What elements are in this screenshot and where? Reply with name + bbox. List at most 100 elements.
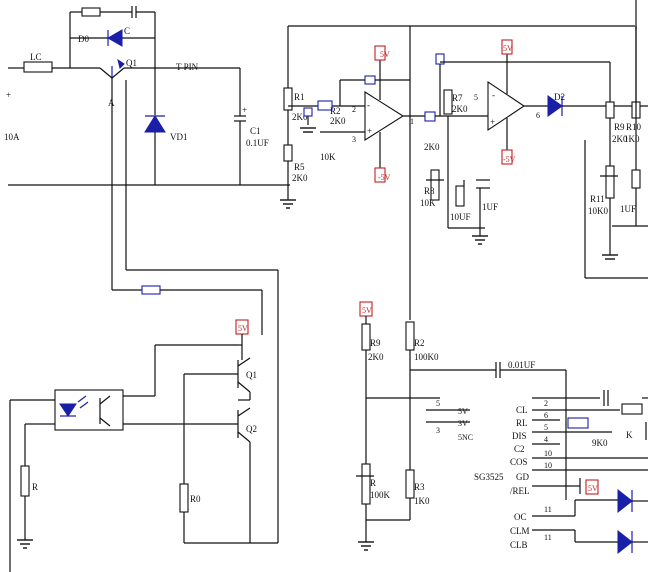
svg-text:+: +	[367, 126, 372, 136]
label-r13: R3	[414, 482, 425, 492]
label-rp-val: 2K0	[368, 352, 384, 362]
diode-ic1-icon	[617, 488, 633, 514]
label-r8: R8	[424, 186, 435, 196]
label-c1: C1	[250, 126, 261, 136]
main-transistor: Q1 A T PIN	[99, 58, 240, 290]
diode-d0-icon	[106, 29, 123, 47]
label-t-pin: T PIN	[176, 62, 199, 72]
pin-op1-out: 1	[410, 117, 414, 126]
inductor-lc	[23, 61, 53, 73]
ic-pin-c2: C2	[514, 444, 525, 454]
ic-pin-rl: RL	[516, 418, 528, 428]
ic-pin-dis: DIS	[512, 431, 527, 441]
pin-e: 5NC	[458, 433, 473, 442]
label-op2-vcc: 5V	[503, 44, 513, 53]
label-r-ic-val: 9K0	[592, 438, 608, 448]
ic-pin-cl: CL	[516, 405, 528, 415]
op2-plus: +	[490, 117, 495, 127]
label-op2-vee: -5V	[503, 155, 516, 164]
label-r12: R2	[414, 338, 425, 348]
label-r9-val: 2K0	[612, 134, 628, 144]
transistor-arrow-icon	[117, 58, 125, 69]
label-r5-val: 2K0	[292, 173, 308, 183]
ic-pin-clm: CLM	[510, 526, 530, 536]
svg-text:11: 11	[544, 505, 552, 514]
label-r-base: R0	[190, 494, 201, 504]
svg-text:6: 6	[544, 411, 548, 420]
label-r1: R1	[294, 92, 305, 102]
pin-a: 5	[436, 399, 440, 408]
label-r7: R7	[452, 93, 463, 103]
resistor-op1-fb	[364, 75, 376, 85]
label-d-out: D2	[554, 92, 565, 102]
zener-vd1-icon	[144, 115, 166, 133]
op2-minus: -	[492, 90, 495, 100]
svg-text:-: -	[367, 100, 370, 110]
pin-c: 3	[436, 426, 440, 435]
resistor-r0	[179, 483, 189, 513]
label-vd1: VD1	[170, 132, 188, 142]
svg-text:10: 10	[544, 449, 552, 458]
label-r11-val: 10K0	[588, 206, 608, 216]
label-v-q: 5V	[238, 324, 248, 333]
label-q-main: Q1	[126, 58, 137, 68]
pot-r11	[605, 165, 615, 199]
resistor-r-pot	[455, 185, 465, 207]
label-q2: Q2	[246, 424, 257, 434]
resistor-r12	[405, 321, 415, 351]
svg-text:11: 11	[544, 533, 552, 542]
svg-text:2: 2	[544, 399, 548, 408]
label-op1-vee: -5V	[378, 173, 391, 182]
supply-op1-vee	[374, 167, 386, 183]
label-rp: R9	[370, 338, 381, 348]
resistor-r5	[283, 144, 293, 162]
label-r-in: R2	[330, 106, 341, 116]
label-c-top: C	[124, 26, 130, 36]
svg-text:6: 6	[536, 111, 540, 120]
label-r10: R10	[626, 122, 642, 132]
led-icon	[59, 403, 77, 417]
resistor-r6-small	[435, 53, 445, 65]
op2-pin: 5	[474, 93, 478, 102]
top-feedback-network: D0 C	[69, 6, 156, 65]
ic-pin-clb: CLB	[510, 540, 528, 550]
link-resistor	[112, 269, 279, 543]
ic-pin-oc: OC	[514, 512, 527, 522]
label-r6-val: 2K0	[424, 142, 440, 152]
label-r13-val: 1K0	[414, 496, 430, 506]
divider-r1-r5: R1 2K0 R5 2K0	[280, 25, 635, 209]
pin-op1-minus: 2	[352, 105, 356, 114]
label-r11: R11	[590, 194, 605, 204]
opamp-2: - + 5 5V -5V 6 D2	[474, 39, 648, 165]
label-c-right-val: 1UF	[620, 204, 636, 214]
pot-r8	[430, 169, 440, 201]
svg-text:+: +	[6, 90, 11, 100]
pin-op1-plus: 3	[352, 135, 356, 144]
optocoupler: R	[9, 344, 238, 572]
label-c-mid-val: 0.01UF	[508, 360, 535, 370]
ic-part-number: SG3525	[474, 472, 504, 482]
input-line: LC 10A +	[4, 52, 290, 186]
diode-d-out-icon	[547, 95, 563, 117]
svg-text:4: 4	[544, 435, 548, 444]
opamp-1-body	[364, 91, 405, 141]
label-r9: R9	[614, 122, 625, 132]
resistor-r9	[605, 101, 615, 119]
ic-block: 0.01UF CL RL DIS C2 COS GD /REL OC CLM C…	[410, 360, 648, 555]
resistor-r1	[283, 87, 293, 111]
resistor-op1-in	[317, 100, 333, 111]
label-d0: D0	[78, 34, 89, 44]
resistor-led	[20, 465, 30, 497]
right-network: R9 2K0 R10 1K0 R11 10K0 1UF	[510, 0, 648, 279]
label-c-ic2: K	[626, 430, 633, 440]
label-v-ref: 5V	[362, 306, 372, 315]
diode-vd1: VD1	[144, 68, 188, 185]
label-left-val: 10A	[4, 132, 20, 142]
pot-r-bottom	[361, 463, 371, 505]
diode-ic2-icon	[617, 529, 633, 555]
label-c-pot-val2: 1UF	[482, 202, 498, 212]
label-r5: R5	[294, 162, 305, 172]
resistor-rp	[361, 323, 371, 351]
label-ic-v: 5V	[588, 484, 598, 493]
label-lc: LC	[30, 52, 42, 62]
